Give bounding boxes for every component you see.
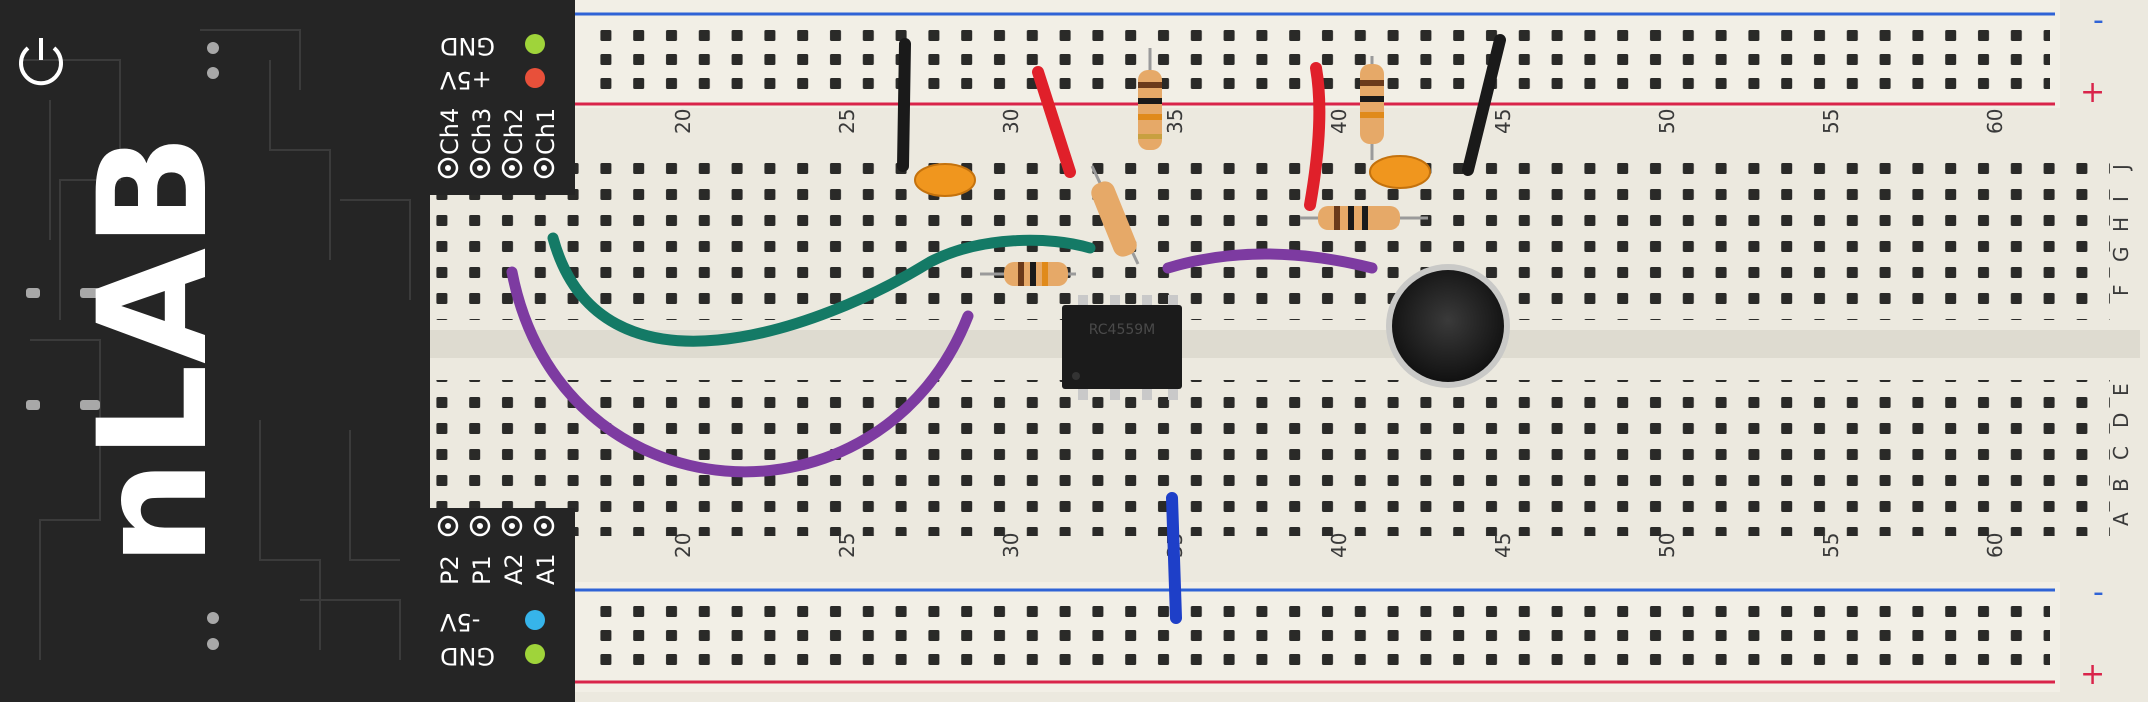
op-amp-chip: RC4559M — [1062, 295, 1182, 400]
plus5v-led — [525, 68, 545, 88]
pin-label-ch2: Ch2 — [500, 108, 528, 155]
column-number-top: 35 — [1163, 109, 1187, 134]
rail-minus-bottom: - — [2093, 575, 2104, 610]
jumper-wire-red-left — [1032, 66, 1076, 178]
resistor-vertical-2 — [1360, 56, 1384, 160]
column-number-bottom: 55 — [1819, 533, 1843, 558]
row-letter-g: G — [2109, 247, 2133, 263]
terminal-strip-upper — [430, 152, 2110, 320]
capacitor-left — [914, 163, 976, 197]
column-number-bottom: 20 — [671, 533, 695, 558]
row-letter-e: E — [2109, 383, 2133, 396]
pin-label-gnd-bottom: GND — [440, 642, 495, 670]
pin-label-ch4: Ch4 — [436, 108, 464, 155]
resistor-diagonal — [1090, 165, 1140, 265]
jumper-wire-black-left — [897, 38, 911, 172]
pin-label-minus5v: -5V — [439, 608, 480, 636]
column-number-top: 60 — [1983, 109, 2007, 134]
row-letter-d: D — [2109, 413, 2133, 428]
top-power-rail — [560, 0, 2060, 108]
nlab-logo: nLAB — [67, 134, 241, 567]
bottom-pin-header: P2 P1 A2 A1 -5V GND — [436, 515, 560, 670]
column-number-bottom: 45 — [1491, 533, 1515, 558]
rail-minus-top: - — [2093, 3, 2104, 38]
pin-label-a1: A1 — [532, 553, 560, 585]
terminal-strip-lower — [430, 380, 2110, 536]
row-letter-c: C — [2109, 446, 2133, 460]
pin-label-p1: P1 — [468, 555, 496, 585]
column-number-top: 30 — [999, 109, 1023, 134]
jumper-wire-black-right — [1462, 34, 1506, 176]
electret-microphone — [1386, 264, 1510, 388]
column-number-bottom: 25 — [835, 533, 859, 558]
row-letter-j: J — [2109, 164, 2133, 172]
row-letter-a: A — [2109, 512, 2133, 526]
row-letter-b: B — [2109, 478, 2133, 492]
column-number-bottom: 60 — [1983, 533, 2007, 558]
rail-plus-top: + — [2080, 75, 2105, 110]
resistor-horizontal-2 — [1300, 206, 1428, 230]
capacitor-right — [1369, 155, 1431, 189]
pin-label-ch3: Ch3 — [468, 108, 496, 155]
resistor-vertical-1 — [1138, 48, 1162, 150]
jumper-wire-red-right — [1304, 62, 1326, 211]
column-number-top: 45 — [1491, 109, 1515, 134]
column-number-top: 50 — [1655, 109, 1679, 134]
gnd-led-top — [525, 34, 545, 54]
row-letters: J I H G F E D C B A — [2109, 164, 2133, 526]
row-letter-i: I — [2109, 196, 2133, 202]
rail-plus-bottom: + — [2080, 657, 2105, 692]
row-letter-f: F — [2109, 284, 2133, 296]
column-number-top: 25 — [835, 109, 859, 134]
bottom-power-rail — [560, 582, 2060, 692]
chip-marking: RC4559M — [1089, 322, 1156, 338]
pin-label-a2: A2 — [500, 553, 528, 585]
column-number-bottom: 40 — [1327, 533, 1351, 558]
pin-label-plus5v: +5V — [439, 66, 491, 94]
pin-label-p2: P2 — [436, 555, 464, 585]
jumper-wire-purple-right — [1162, 248, 1378, 274]
resistor-horizontal-1 — [980, 262, 1076, 286]
row-letter-h: H — [2109, 217, 2133, 232]
top-pin-header: GND +5V Ch4 Ch3 Ch2 Ch1 — [436, 32, 560, 179]
nlab-board: nLAB — [0, 0, 575, 702]
jumper-wire-green — [547, 232, 1096, 347]
column-number-top: 55 — [1819, 109, 1843, 134]
pin-label-ch1: Ch1 — [532, 108, 560, 155]
power-icon — [19, 38, 63, 86]
gnd-led-bottom — [525, 644, 545, 664]
pin-label-gnd-top: GND — [440, 32, 495, 60]
jumper-wire-purple-left — [506, 266, 974, 478]
minus5v-led — [525, 610, 545, 630]
column-number-bottom: 50 — [1655, 533, 1679, 558]
column-number-bottom: 30 — [999, 533, 1023, 558]
jumper-wire-blue — [1166, 492, 1182, 624]
column-number-top: 40 — [1327, 109, 1351, 134]
column-number-top: 20 — [671, 109, 695, 134]
